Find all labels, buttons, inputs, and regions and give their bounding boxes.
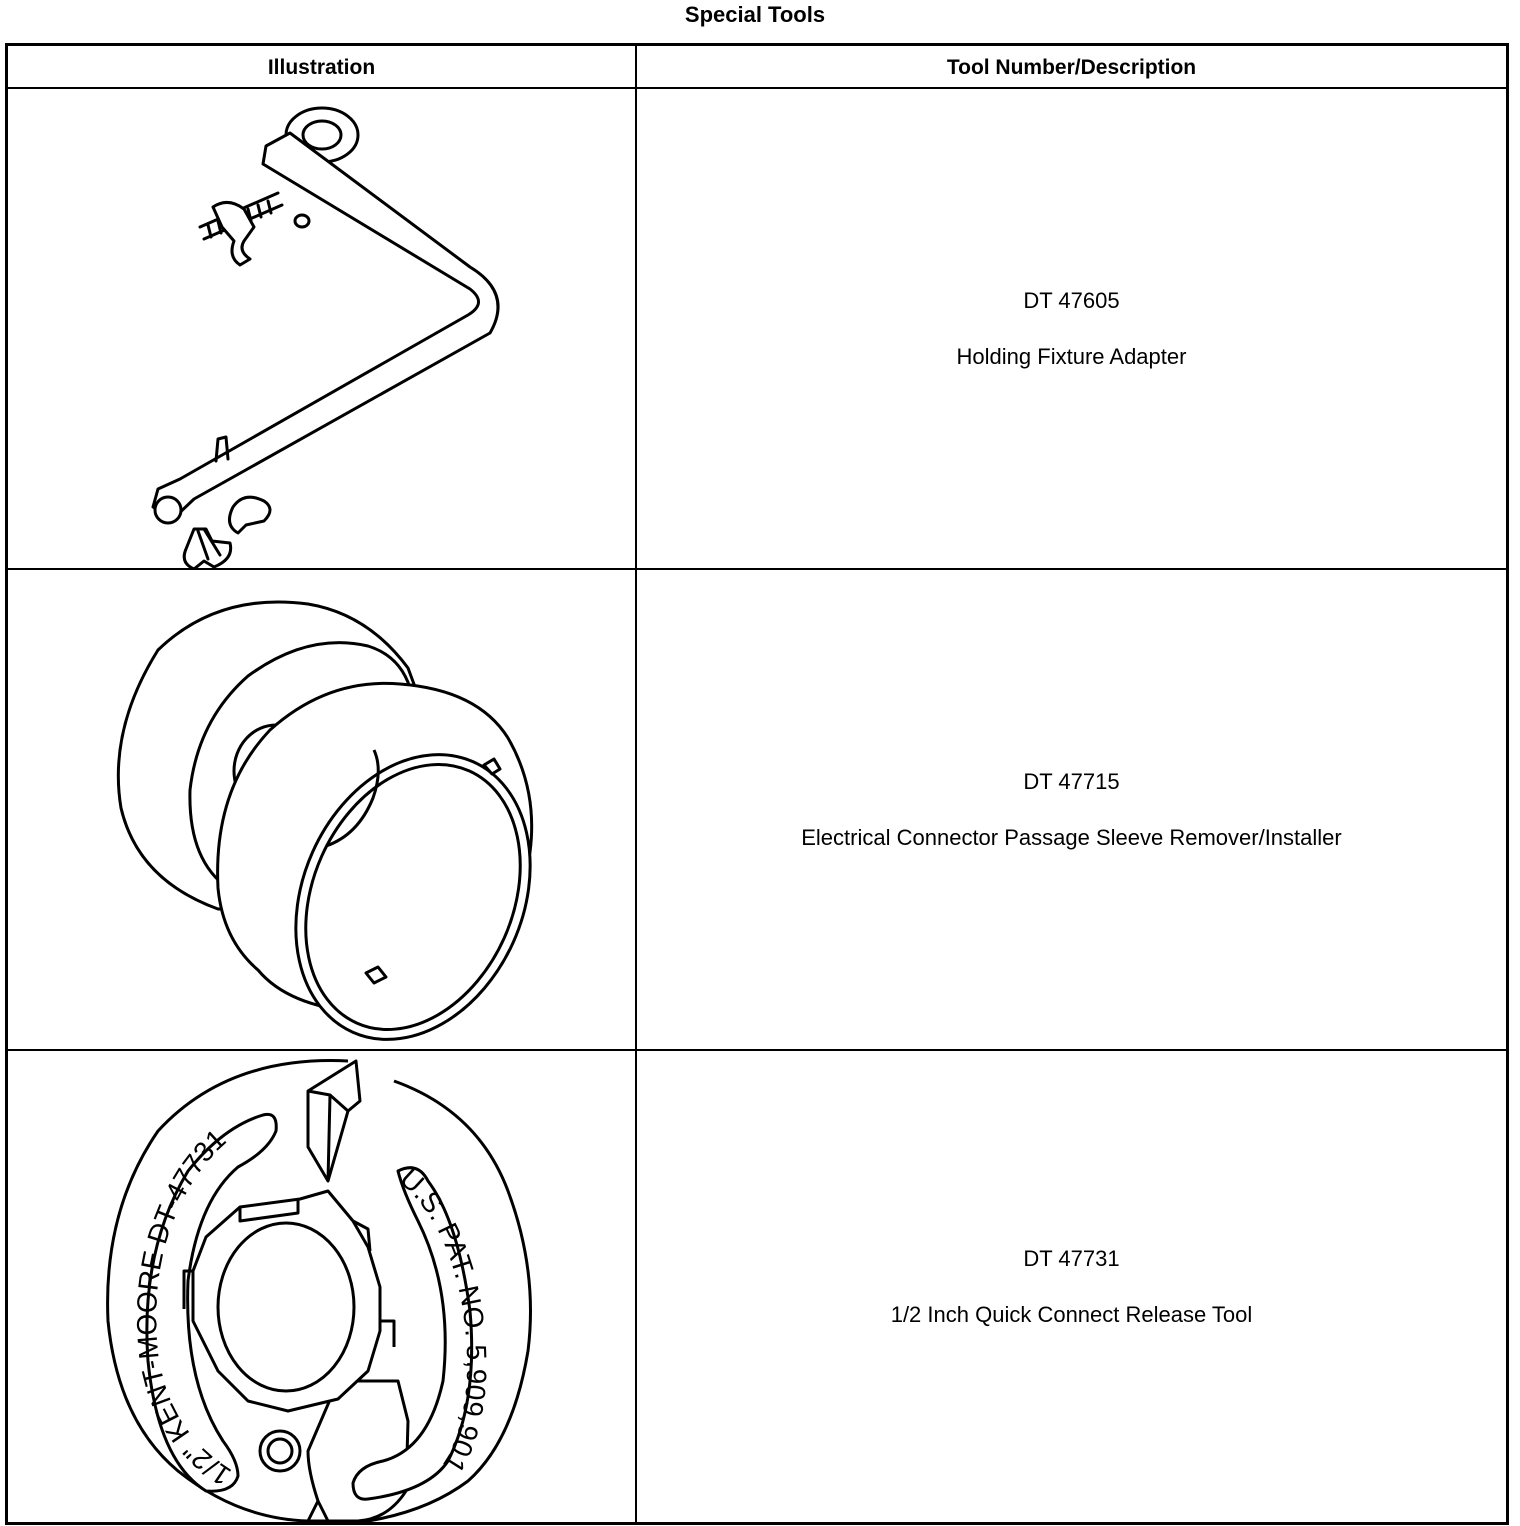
table-row: DT 47715 Electrical Connector Passage Sl… (8, 568, 1506, 1049)
tool-description: Electrical Connector Passage Sleeve Remo… (801, 824, 1342, 850)
sleeve-remover-installer-icon (116, 600, 534, 1041)
holding-fixture-adapter-icon (151, 106, 500, 568)
tool-description: 1/2 Inch Quick Connect Release Tool (890, 1301, 1253, 1327)
illustration-cell: 1/2" KENT-MOORE DT-47731 U.S. PAT. NO. 5… (8, 1051, 635, 1522)
description-cell: DT 47605 Holding Fixture Adapter (637, 89, 1506, 568)
column-divider (635, 46, 637, 1522)
tool-number: DT 47731 (1023, 1245, 1120, 1271)
column-header-tool-number-description: Tool Number/Description (637, 46, 1506, 89)
table-row: DT 47605 Holding Fixture Adapter (8, 89, 1506, 568)
quick-connect-release-tool-icon: 1/2" KENT-MOORE DT-47731 U.S. PAT. NO. 5… (106, 1059, 532, 1522)
table-row: 1/2" KENT-MOORE DT-47731 U.S. PAT. NO. 5… (8, 1049, 1506, 1522)
tool-number: DT 47715 (1023, 768, 1120, 794)
description-cell: DT 47731 1/2 Inch Quick Connect Release … (637, 1051, 1506, 1522)
description-cell: DT 47715 Electrical Connector Passage Sl… (637, 570, 1506, 1049)
illustration-cell (8, 89, 635, 568)
tool-number: DT 47605 (1023, 287, 1120, 313)
page-title: Special Tools (684, 2, 826, 27)
column-header-illustration: Illustration (8, 46, 635, 89)
illustration-cell (8, 570, 635, 1049)
special-tools-table: Illustration Tool Number/Description (5, 43, 1509, 1525)
tool-description: Holding Fixture Adapter (956, 343, 1187, 369)
